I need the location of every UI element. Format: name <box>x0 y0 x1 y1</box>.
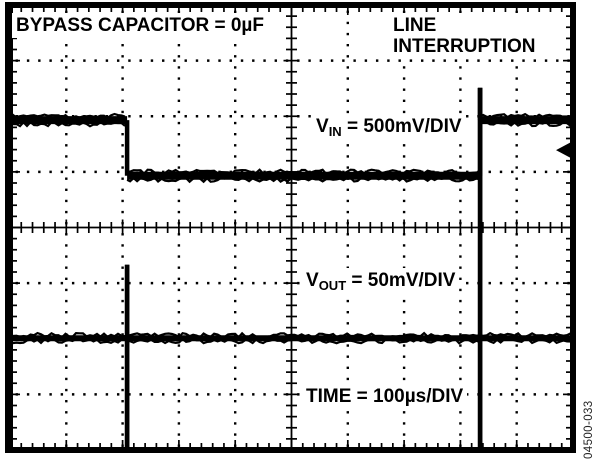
figure-number: 04500-033 <box>583 400 595 459</box>
line-interruption-label-line2: INTERRUPTION <box>393 36 536 57</box>
bypass-capacitor-label: BYPASS CAPACITOR = 0µF <box>12 13 268 38</box>
time-scale-label: TIME = 100µs/DIV <box>302 384 468 409</box>
vout-scale-value: = 50mV/DIV <box>346 270 456 291</box>
vout-symbol: V <box>306 270 319 291</box>
vout-subscript: OUT <box>318 278 347 293</box>
vin-subscript: IN <box>328 124 342 139</box>
vin-scale-value: = 500mV/DIV <box>341 116 462 137</box>
vout-scale-label: VOUT = 50mV/DIV <box>302 268 460 293</box>
vin-symbol: V <box>316 116 329 137</box>
line-interruption-label-line1: LINE <box>393 15 437 36</box>
vin-scale-label: VIN = 500mV/DIV <box>312 114 466 139</box>
trigger-level-arrow-icon <box>556 142 571 159</box>
line-interruption-label: LINE INTERRUPTION <box>389 13 540 59</box>
